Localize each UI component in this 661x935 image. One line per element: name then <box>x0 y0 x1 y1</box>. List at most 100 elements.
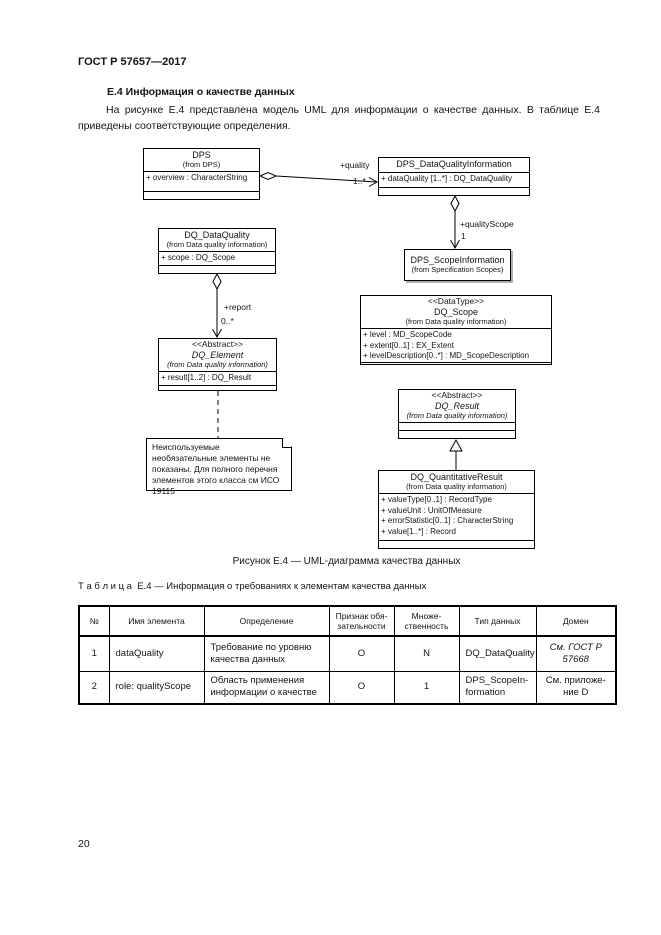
col-header-obligation: Признак обя- зательности <box>328 605 395 637</box>
class-attribute: + valueUnit : UnitOfMeasure <box>381 505 482 515</box>
uml-class-header: DPS_ScopeInformation (from Specification… <box>405 254 510 276</box>
uml-class-dps-dataqualityinformation: DPS_DataQualityInformation + dataQuality… <box>378 157 530 196</box>
section-heading: Е.4 Информация о качестве данных <box>107 86 295 98</box>
class-attribute: + overview : CharacterString <box>146 173 248 183</box>
class-attribute: + extent[0..1] : EX_Extent <box>363 340 454 350</box>
uml-class-dq-element: <<Abstract>> DQ_Element (from Data quali… <box>158 338 277 391</box>
col-header-type: Тип данных <box>458 605 537 637</box>
definitions-table: № Имя элемента Определение Признак обя- … <box>78 605 617 705</box>
class-stereotype: <<DataType>> <box>427 296 485 306</box>
class-title: DQ_QuantitativeResult <box>410 472 503 482</box>
class-title: DQ_Result <box>434 400 479 411</box>
class-empty-compartment <box>159 265 275 273</box>
note-text: Неиспользуемые необязательные элементы н… <box>152 442 280 497</box>
class-from-label: (from DPS) <box>182 159 221 169</box>
role-label-qualityscope: +qualityScope <box>460 219 514 229</box>
class-title: DPS_DataQualityInformation <box>396 159 512 169</box>
uml-class-header: <<DataType>> DQ_Scope (from Data quality… <box>361 296 551 330</box>
class-title: DPS_ScopeInformation <box>410 254 505 265</box>
note-fold-corner <box>283 438 292 447</box>
figure-caption: Рисунок Е.4 — UML-диаграмма качества дан… <box>232 556 461 567</box>
class-from-label: (from Data quality information) <box>406 410 508 420</box>
class-from-label: (from Data quality information) <box>166 239 268 249</box>
cell-name: dataQuality <box>108 635 205 672</box>
class-stereotype: <<Abstract>> <box>431 390 483 400</box>
cell-obligation: О <box>328 670 395 705</box>
col-header-num: № <box>78 605 110 637</box>
cell-type: DQ_DataQuality <box>458 635 537 672</box>
uml-class-header: DQ_DataQuality (from Data quality inform… <box>159 229 275 253</box>
table-title: Т а б л и ц а Е.4 — Информация о требова… <box>78 581 427 592</box>
class-title: DQ_Scope <box>433 306 479 317</box>
class-attribute: + errorStatistic[0..1] : CharacterString <box>381 516 514 526</box>
class-attribute: + valueType[0..1] : RecordType <box>381 495 492 505</box>
cell-num: 2 <box>78 670 110 705</box>
class-attribute: + value[1..*] : Record <box>381 526 456 536</box>
class-attribute: + result[1..2] : DQ_Result <box>161 373 252 383</box>
class-empty-compartment <box>159 384 276 393</box>
class-attribute: + levelDescription[0..*] : MD_ScopeDescr… <box>363 350 530 360</box>
cell-domain: См. приложе- ние D <box>535 670 617 705</box>
cell-type: DPS_ScopeIn- formation <box>458 670 537 705</box>
uml-class-header: <<Abstract>> DQ_Element (from Data quali… <box>159 339 276 373</box>
class-attributes: + scope : DQ_Scope <box>159 252 275 265</box>
class-title: DQ_DataQuality <box>184 230 250 240</box>
table-row: 1 dataQuality Требование по уровню качес… <box>78 635 617 672</box>
uml-note: Неиспользуемые необязательные элементы н… <box>146 438 292 496</box>
class-empty-compartment <box>399 423 515 430</box>
page-number: 20 <box>78 838 90 850</box>
uml-class-dq-result: <<Abstract>> DQ_Result (from Data qualit… <box>398 389 516 439</box>
uml-class-header: DQ_QuantitativeResult (from Data quality… <box>379 471 534 495</box>
class-empty-compartment <box>379 187 529 195</box>
section-paragraph: На рисунке Е.4 представлена модель UML д… <box>78 104 600 133</box>
class-attribute: + dataQuality [1..*] : DQ_DataQuality <box>381 173 512 183</box>
uml-class-dps-header: DPS (from DPS) <box>144 149 259 173</box>
class-empty-compartment <box>361 362 551 370</box>
class-from-label: (from Specification Scopes) <box>411 264 504 274</box>
aggregation-quality-scope <box>450 194 460 250</box>
class-empty-compartment <box>379 540 534 548</box>
class-stereotype: <<Abstract>> <box>191 339 244 349</box>
multiplicity-label-quality: 1..* <box>353 176 366 186</box>
table-header-row: № Имя элемента Определение Признак обя- … <box>78 605 617 637</box>
class-attributes: + valueType[0..1] : RecordType + valueUn… <box>379 494 534 540</box>
role-label-quality: +quality <box>340 160 370 170</box>
col-header-definition: Определение <box>203 605 330 637</box>
uml-class-dps: DPS (from DPS) + overview : CharacterStr… <box>143 148 260 200</box>
class-title: DPS <box>192 150 211 160</box>
class-attributes: + level : MD_ScopeCode + extent[0..1] : … <box>361 329 551 362</box>
cell-num: 1 <box>78 635 110 672</box>
generalization-result <box>449 438 463 470</box>
cell-definition: Требование по уровню качества данных <box>203 635 330 672</box>
multiplicity-label-report: 0..* <box>221 316 234 326</box>
class-attribute: + level : MD_ScopeCode <box>363 330 452 340</box>
class-attribute: + scope : DQ_Scope <box>161 253 236 263</box>
cell-name: role: qualityScope <box>108 670 205 705</box>
cell-multiplicity: 1 <box>393 670 460 705</box>
class-empty-compartment <box>144 191 259 199</box>
table-row: 2 role: qualityScope Область применения … <box>78 670 617 705</box>
cell-definition: Область применения информации о качестве <box>203 670 330 705</box>
role-label-report: +report <box>224 302 252 312</box>
multiplicity-label-qualityscope: 1 <box>461 231 466 241</box>
col-header-domain: Домен <box>535 605 617 637</box>
class-attributes: + result[1..2] : DQ_Result <box>159 372 276 384</box>
class-from-label: (from Data quality information) <box>406 481 507 491</box>
uml-class-dq-scope: <<DataType>> DQ_Scope (from Data quality… <box>360 295 552 365</box>
class-title: DQ_Element <box>191 349 244 360</box>
cell-multiplicity: N <box>393 635 460 672</box>
document-header: ГОСТ Р 57657—2017 <box>78 56 187 68</box>
uml-class-dq-quantitativeresult: DQ_QuantitativeResult (from Data quality… <box>378 470 535 549</box>
class-empty-compartment <box>399 430 515 438</box>
uml-class-dq-dataquality: DQ_DataQuality (from Data quality inform… <box>158 228 276 274</box>
col-header-name: Имя элемента <box>108 605 205 637</box>
class-from-label: (from Data quality information) <box>405 316 507 326</box>
cell-domain: См. ГОСТ Р 57668 <box>535 635 617 672</box>
cell-obligation: О <box>328 635 395 672</box>
aggregation-report <box>212 272 222 339</box>
uml-class-header: DPS_DataQualityInformation <box>379 158 529 173</box>
class-from-label: (from Data quality information) <box>167 359 268 369</box>
col-header-multiplicity: Множе- ственность <box>393 605 460 637</box>
uml-class-dps-scopeinformation: DPS_ScopeInformation (from Specification… <box>404 249 511 281</box>
